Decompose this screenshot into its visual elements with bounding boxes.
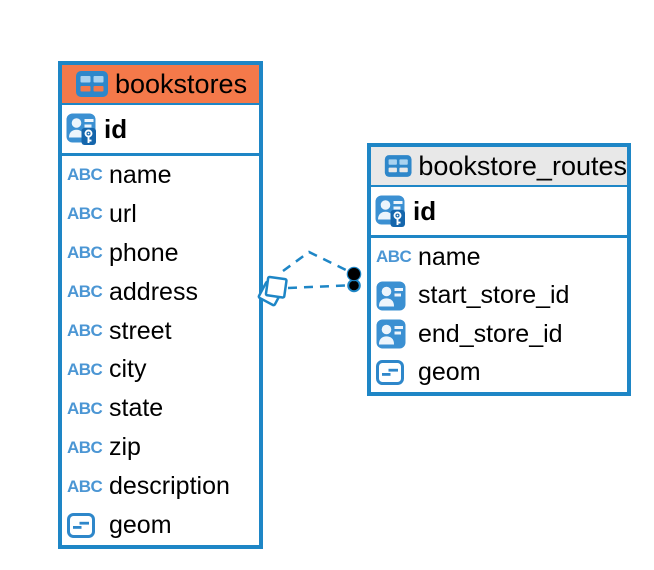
column-name: phone	[109, 238, 179, 267]
column-row[interactable]: ABC address	[62, 273, 259, 312]
fk-column-icon	[376, 319, 406, 349]
relationship-connector[interactable]	[257, 250, 362, 307]
table-name: bookstores	[115, 68, 248, 99]
column-name: end_store_id	[418, 319, 563, 348]
text-type-icon: ABC	[67, 359, 103, 379]
column-name: street	[109, 316, 172, 345]
column-name: geom	[418, 358, 481, 387]
table-name: bookstore_routes	[418, 150, 627, 181]
table-icon	[384, 155, 412, 177]
column-name: state	[109, 394, 164, 423]
geometry-column-icon	[376, 360, 404, 386]
column-row-pk[interactable]: id	[62, 105, 259, 156]
text-type-icon: ABC	[67, 165, 103, 185]
column-row[interactable]: ABC phone	[62, 234, 259, 273]
column-name: id	[413, 195, 437, 226]
column-row[interactable]: ABC zip	[62, 428, 259, 467]
fk-column-icon	[376, 281, 406, 311]
column-row[interactable]: ABC city	[62, 351, 259, 390]
text-type-icon: ABC	[67, 476, 103, 496]
text-type-icon: ABC	[67, 437, 103, 457]
text-type-icon: ABC	[67, 282, 103, 302]
column-row[interactable]: ABC street	[62, 312, 259, 351]
primary-key-icon	[66, 113, 96, 145]
column-row[interactable]: ABC description	[62, 467, 259, 506]
text-type-icon: ABC	[67, 243, 103, 263]
column-name: name	[418, 242, 481, 271]
column-name: start_store_id	[418, 281, 570, 310]
column-name: city	[109, 355, 147, 384]
table-bookstore-routes-header[interactable]: bookstore_routes	[371, 147, 627, 187]
column-row[interactable]: ABC url	[62, 195, 259, 234]
column-row[interactable]: geom	[371, 354, 627, 393]
table-bookstores-header[interactable]: bookstores	[62, 65, 259, 105]
table-bookstores[interactable]: bookstores id ABC name ABC	[58, 61, 263, 549]
connector-dots-marker	[346, 266, 362, 293]
column-name: id	[104, 113, 128, 144]
text-type-icon: ABC	[67, 204, 103, 224]
column-row[interactable]: ABC name	[371, 238, 627, 277]
column-name: address	[109, 277, 198, 306]
column-name: zip	[109, 433, 141, 462]
column-name: description	[109, 472, 230, 501]
text-type-icon: ABC	[67, 321, 103, 341]
text-type-icon: ABC	[67, 398, 103, 418]
column-name: url	[109, 199, 137, 228]
column-name: geom	[109, 511, 172, 540]
relationship-line-lower[interactable]	[287, 284, 347, 290]
column-row-pk[interactable]: id	[371, 187, 627, 238]
column-row[interactable]: ABC state	[62, 389, 259, 428]
geometry-column-icon	[67, 513, 95, 539]
column-row[interactable]: start_store_id	[371, 277, 627, 316]
primary-key-icon	[375, 195, 405, 227]
relationship-line-upper[interactable]	[282, 250, 349, 273]
text-type-icon: ABC	[376, 247, 412, 267]
column-row[interactable]: ABC name	[62, 156, 259, 195]
column-name: name	[109, 160, 172, 189]
table-icon	[76, 71, 108, 97]
column-row[interactable]: geom	[62, 506, 259, 545]
table-bookstore-routes[interactable]: bookstore_routes id ABC name	[367, 143, 631, 396]
column-row[interactable]: end_store_id	[371, 315, 627, 354]
